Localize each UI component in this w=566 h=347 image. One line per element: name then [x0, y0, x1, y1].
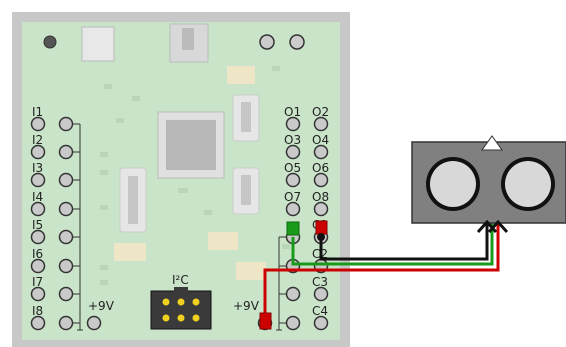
green-plug	[286, 221, 300, 236]
input-label-i3: I3	[32, 161, 43, 175]
output-label-o2: O2	[312, 105, 329, 119]
i2c-label: I²C	[172, 273, 189, 287]
wire-green	[291, 222, 494, 266]
i2c-key	[174, 287, 188, 293]
i2c-connector	[150, 290, 212, 330]
input-label-i2: I2	[32, 133, 43, 147]
usb-port	[81, 26, 115, 62]
power-label-left: +9V	[88, 299, 115, 313]
red-plug-bottom	[259, 312, 272, 330]
smd-parts	[100, 66, 290, 285]
input-label-i1: I1	[32, 105, 43, 119]
component-pad	[208, 232, 238, 250]
power-jack-slot	[182, 28, 194, 50]
output-label-o7: O7	[284, 190, 301, 204]
sensor-transducer-right	[505, 161, 551, 207]
output-label-o1: O1	[284, 105, 301, 119]
sensor-indicator	[481, 135, 503, 151]
input-label-i5: I5	[32, 218, 43, 232]
output-label-o6: O6	[312, 161, 329, 175]
wire-black	[319, 222, 489, 261]
button-left	[259, 34, 275, 50]
input-ground-line	[73, 123, 83, 331]
sensor-wire-tips	[476, 219, 509, 234]
mounting-hole	[43, 35, 57, 49]
resistor-pack-core	[128, 176, 138, 224]
output-label-o4: O4	[312, 133, 329, 147]
motor-driver-2-core	[241, 175, 251, 205]
i2c-pins	[162, 298, 200, 322]
button-right	[289, 34, 305, 50]
output-label-o8: O8	[312, 190, 329, 204]
motor-driver-1-core	[241, 102, 251, 132]
component-pad	[114, 243, 146, 261]
c-label-c4: C4	[312, 304, 328, 318]
red-plug-top	[315, 220, 328, 235]
power-label-right: +9V	[233, 299, 260, 313]
output-ground-line	[276, 236, 286, 331]
sensor-transducer-left	[430, 161, 476, 207]
input-pins	[30, 116, 102, 331]
c-label-c3: C3	[312, 275, 328, 289]
output-label-o3: O3	[284, 133, 301, 147]
component-pad	[227, 66, 255, 84]
input-label-i6: I6	[32, 247, 43, 261]
chip-core	[166, 120, 216, 170]
component-pad	[236, 262, 266, 280]
output-label-o5: O5	[284, 161, 301, 175]
wire-red	[263, 222, 500, 323]
input-label-i8: I8	[32, 304, 43, 318]
input-label-i7: I7	[32, 275, 43, 289]
black-pin-dot	[317, 233, 325, 241]
input-label-i4: I4	[32, 190, 43, 204]
